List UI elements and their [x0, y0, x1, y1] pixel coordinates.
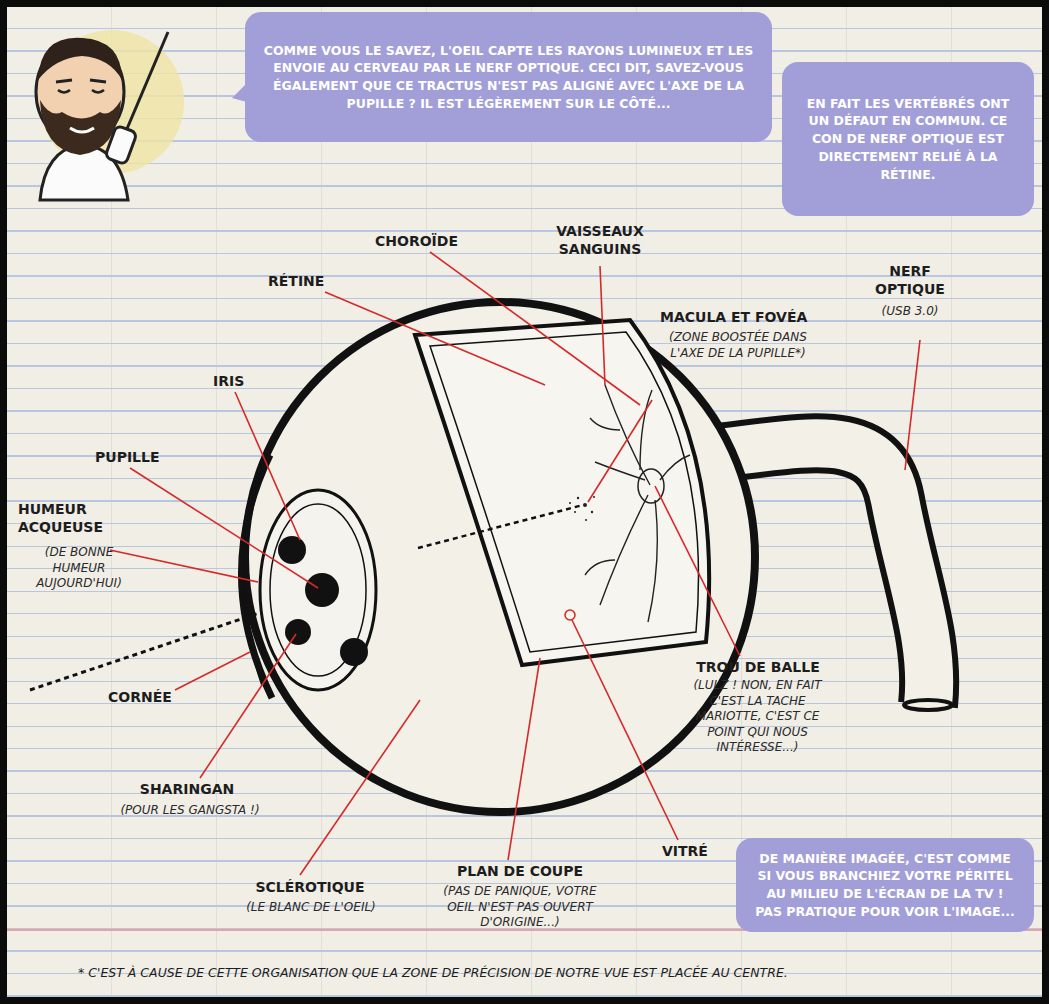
- leader-line: [508, 658, 540, 860]
- speech-bubble: EN FAIT LES VERTÉBRÉS ONT UN DÉFAUT EN C…: [782, 62, 1034, 216]
- leader-line: [175, 652, 250, 690]
- cut-plane: [415, 320, 709, 665]
- visual-axis: [30, 612, 262, 690]
- vessel: [595, 462, 645, 480]
- speech-text: DE MANIÈRE IMAGÉE, C'EST COMME SI VOUS B…: [754, 850, 1016, 921]
- vessel: [648, 500, 657, 622]
- speech-bubble: DE MANIÈRE IMAGÉE, C'EST COMME SI VOUS B…: [736, 838, 1034, 932]
- part-note: (LE BLANC DE L'OEIL): [236, 900, 386, 916]
- hand: [105, 125, 137, 164]
- vessel: [605, 385, 650, 485]
- smile: [70, 128, 94, 132]
- part-label: MACULA ET FOVÉA: [660, 308, 820, 326]
- part-label: RÉTINE: [268, 272, 358, 290]
- part-label: CORNÉE: [108, 688, 198, 706]
- leader-line: [905, 340, 920, 470]
- part-note: (DE BONNE HUMEUR AUJOURD'HUI): [24, 545, 134, 592]
- part-label: HUMEUR ACQUEUSE: [18, 500, 118, 536]
- part-note: (PAS DE PANIQUE, VOTRE OEIL N'EST PAS OU…: [440, 884, 600, 931]
- dot: [585, 519, 587, 521]
- part-label: SCLÉROTIQUE: [240, 878, 380, 896]
- visual-axis: [418, 505, 583, 548]
- leader-line: [430, 252, 640, 405]
- vessel: [585, 560, 615, 575]
- part-label: CHOROÏDE: [375, 232, 505, 250]
- part-label: SHARINGAN: [132, 780, 242, 798]
- tomoe: [340, 638, 368, 666]
- eyeball: [245, 302, 755, 812]
- leader-line: [130, 468, 318, 588]
- tomoe: [278, 536, 306, 564]
- leader-line: [655, 486, 740, 656]
- tomoe: [285, 619, 311, 645]
- teacher-character: [36, 30, 184, 200]
- part-label: VAISSEAUX SANGUINS: [545, 222, 655, 258]
- leader-line: [110, 550, 258, 582]
- dot: [591, 511, 593, 513]
- part-note: (USB 3.0): [868, 304, 952, 320]
- part-note: (LULZ ! NON, EN FAIT C'EST LA TACHE MARI…: [685, 678, 830, 756]
- part-label: NERF OPTIQUE: [868, 262, 952, 298]
- hair: [38, 38, 122, 80]
- dot: [574, 511, 576, 513]
- leader-line: [300, 700, 420, 875]
- speech-bubble: COMME VOUS LE SAVEZ, L'OEIL CAPTE LES RA…: [245, 12, 772, 142]
- footnote: * C'EST À CAUSE DE CETTE ORGANISATION QU…: [78, 965, 1038, 980]
- vessel: [660, 455, 690, 480]
- part-note: (ZONE BOOSTÉE DANS L'AXE DE LA PUPILLE*): [668, 330, 808, 361]
- leader-line: [600, 266, 605, 385]
- part-label: PLAN DE COUPE: [440, 862, 600, 880]
- nerve-end: [904, 700, 952, 710]
- speech-text: EN FAIT LES VERTÉBRÉS ONT UN DÉFAUT EN C…: [800, 95, 1016, 184]
- dot: [569, 502, 571, 504]
- leader-lines: [110, 252, 920, 875]
- fovea-dots: [569, 496, 595, 521]
- part-label: TROU DE BALLE: [683, 658, 833, 676]
- leader-line: [588, 400, 652, 502]
- leader-line: [572, 620, 678, 840]
- pupil: [305, 573, 339, 607]
- vessel: [590, 418, 620, 430]
- leader-line: [235, 392, 300, 540]
- leader-line: [325, 292, 545, 385]
- part-label: IRIS: [213, 372, 273, 390]
- iris: [260, 490, 376, 690]
- dot: [577, 497, 579, 499]
- eyebrows: [56, 80, 106, 82]
- leader-line: [200, 634, 296, 778]
- dot: [593, 496, 595, 498]
- eyes: [58, 90, 104, 93]
- part-note: (POUR LES GANGSTA !): [120, 803, 260, 819]
- blood-vessels: [585, 385, 690, 622]
- part-label: VITRÉ: [662, 842, 732, 860]
- speech-text: COMME VOUS LE SAVEZ, L'OEIL CAPTE LES RA…: [263, 42, 754, 113]
- vessel: [600, 495, 648, 605]
- vitreous-mark: [565, 610, 575, 620]
- dot: [583, 503, 587, 507]
- part-label: PUPILLE: [95, 448, 185, 466]
